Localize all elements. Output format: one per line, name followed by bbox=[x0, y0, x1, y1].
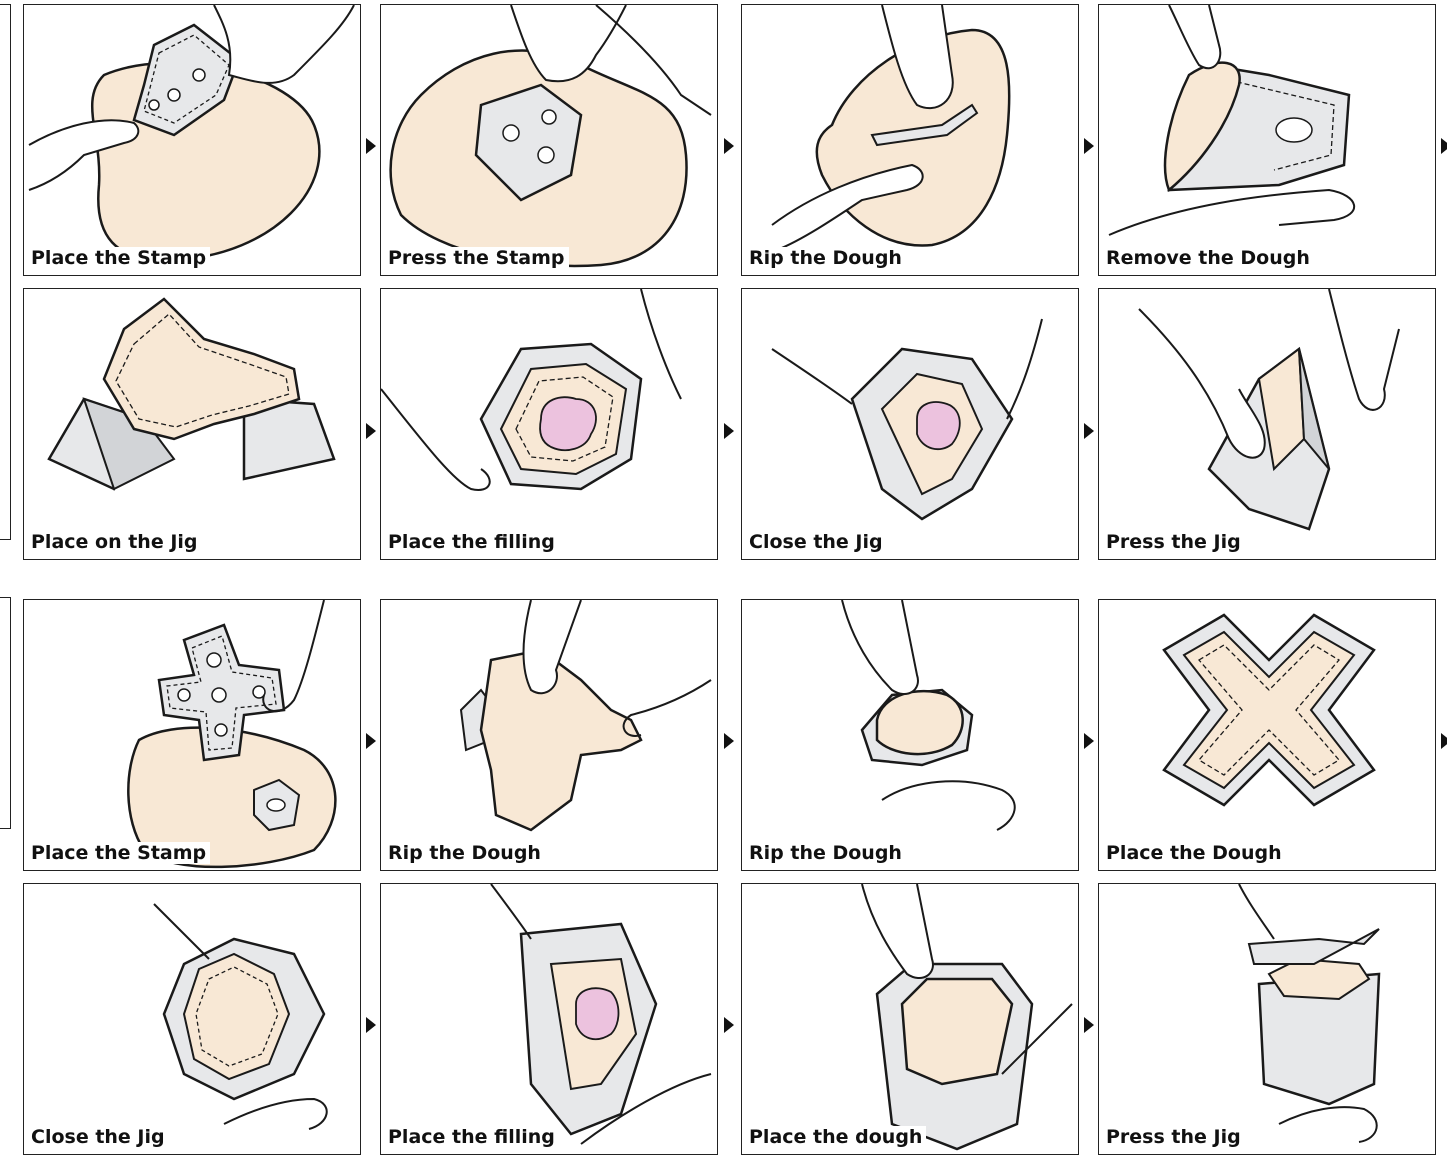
step-caption: Place the dough bbox=[749, 1126, 926, 1148]
step-caption: Rip the Dough bbox=[749, 247, 906, 269]
place-stamp-illustration bbox=[24, 5, 361, 276]
next-step-arrow bbox=[1441, 733, 1447, 749]
sequence-1-bracket bbox=[0, 4, 11, 540]
step-caption: Place the filling bbox=[388, 531, 559, 553]
step-panel-press-jig: Press the Jig bbox=[1098, 288, 1436, 560]
next-step-arrow bbox=[1084, 423, 1094, 439]
close-jig-illustration bbox=[24, 884, 361, 1155]
step-caption: Press the Jig bbox=[1106, 531, 1245, 553]
next-step-arrow bbox=[1084, 138, 1094, 154]
step-caption: Place on the Jig bbox=[31, 531, 202, 553]
step-caption: Rip the Dough bbox=[749, 842, 906, 864]
next-step-arrow bbox=[724, 733, 734, 749]
step-panel-close-jig: Close the Jig bbox=[23, 883, 361, 1155]
next-step-arrow bbox=[366, 423, 376, 439]
next-step-arrow bbox=[1441, 138, 1447, 154]
step-panel-press-stamp: Press the Stamp bbox=[380, 4, 718, 276]
next-step-arrow bbox=[1084, 1017, 1094, 1033]
step-panel-place-filling: Place the filling bbox=[380, 288, 718, 560]
press-jig-illustration bbox=[1099, 289, 1436, 560]
step-caption: Place the filling bbox=[388, 1126, 559, 1148]
step-panel-rip-dough-2: Rip the Dough bbox=[741, 599, 1079, 871]
rip-dough-illustration bbox=[742, 5, 1079, 276]
step-panel-close-jig: Close the Jig bbox=[741, 288, 1079, 560]
step-panel-place-dough: Place the dough bbox=[741, 883, 1079, 1155]
step-caption: Close the Jig bbox=[749, 531, 887, 553]
next-step-arrow bbox=[724, 423, 734, 439]
step-caption: Place the Stamp bbox=[31, 842, 210, 864]
step-panel-place-on-jig: Place on the Jig bbox=[23, 288, 361, 560]
step-caption: Place the Stamp bbox=[31, 247, 210, 269]
press-jig-illustration bbox=[1099, 884, 1436, 1155]
next-step-arrow bbox=[724, 1017, 734, 1033]
step-panel-place-filling: Place the filling bbox=[380, 883, 718, 1155]
next-step-arrow bbox=[724, 138, 734, 154]
step-caption: Remove the Dough bbox=[1106, 247, 1314, 269]
step-panel-place-stamp: Place the Stamp bbox=[23, 4, 361, 276]
step-caption: Press the Stamp bbox=[388, 247, 569, 269]
press-stamp-illustration bbox=[381, 5, 718, 276]
next-step-arrow bbox=[366, 138, 376, 154]
next-step-arrow bbox=[366, 1017, 376, 1033]
step-panel-remove-dough: Remove the Dough bbox=[1098, 4, 1436, 276]
step-caption: Press the Jig bbox=[1106, 1126, 1245, 1148]
place-filling-illustration bbox=[381, 884, 718, 1155]
sequence-2-bracket bbox=[0, 597, 11, 829]
place-dough-illustration bbox=[742, 884, 1079, 1155]
step-panel-rip-dough: Rip the Dough bbox=[380, 599, 718, 871]
next-step-arrow bbox=[1084, 733, 1094, 749]
step-caption: Rip the Dough bbox=[388, 842, 545, 864]
place-on-jig-illustration bbox=[24, 289, 361, 560]
remove-dough-illustration bbox=[1099, 5, 1436, 276]
next-step-arrow bbox=[366, 733, 376, 749]
place-filling-illustration bbox=[381, 289, 718, 560]
step-panel-place-dough: Place the Dough bbox=[1098, 599, 1436, 871]
rip-dough-illustration bbox=[742, 600, 1079, 871]
step-caption: Place the Dough bbox=[1106, 842, 1286, 864]
rip-dough-illustration bbox=[381, 600, 718, 871]
step-panel-place-stamp: Place the Stamp bbox=[23, 599, 361, 871]
step-caption: Close the Jig bbox=[31, 1126, 169, 1148]
step-panel-rip-dough: Rip the Dough bbox=[741, 4, 1079, 276]
close-jig-illustration bbox=[742, 289, 1079, 560]
place-stamp-illustration bbox=[24, 600, 361, 871]
step-panel-press-jig: Press the Jig bbox=[1098, 883, 1436, 1155]
place-dough-illustration bbox=[1099, 600, 1436, 871]
